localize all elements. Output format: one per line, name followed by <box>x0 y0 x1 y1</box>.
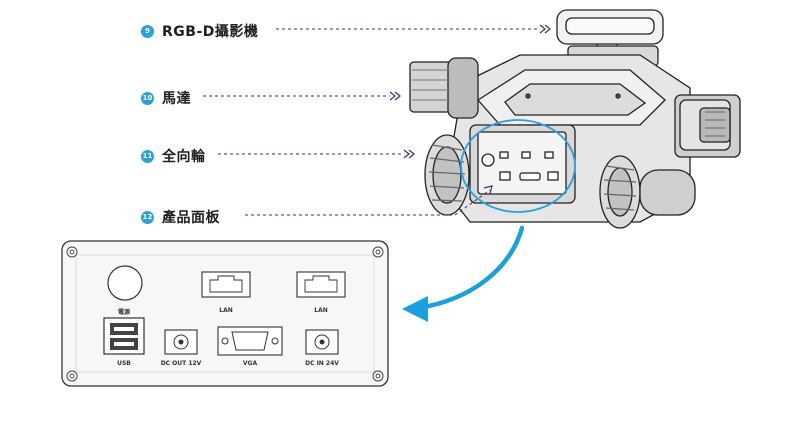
panel-screws <box>66 246 384 382</box>
omni-wheel-front-right <box>599 155 696 229</box>
callout-product-panel: 12 產品面板 <box>141 207 220 227</box>
omni-wheel-front-left <box>424 134 470 216</box>
number-badge: 9 <box>141 24 154 38</box>
lan1-label: LAN <box>219 307 233 314</box>
callout-label: RGB-D攝影機 <box>162 24 259 40</box>
lan2-label: LAN <box>314 307 328 314</box>
number-badge: 12 <box>141 210 154 224</box>
leader-lines <box>203 28 540 216</box>
power-button-icon <box>107 265 143 301</box>
usb-port-icon <box>103 317 145 355</box>
callout-motor: 10 馬達 <box>141 88 191 108</box>
dc-in-label: DC IN 24V <box>305 360 339 367</box>
dc-in-port-icon <box>305 329 339 355</box>
number-badge: 11 <box>141 149 154 163</box>
curved-arrow <box>415 225 525 311</box>
robot-illustration <box>409 9 741 229</box>
motor-left <box>409 57 479 119</box>
lan-port-2-icon <box>296 271 346 298</box>
arrowhead-icon <box>402 296 428 322</box>
panel-enlarged <box>61 240 389 387</box>
robot-panel <box>469 124 576 204</box>
lan-port-1-icon <box>201 271 251 298</box>
vga-label: VGA <box>242 360 258 367</box>
dc-out-label: DC OUT 12V <box>160 360 202 367</box>
callout-label: 馬達 <box>162 91 191 107</box>
vga-port-icon <box>217 326 283 356</box>
callout-label: 全向輪 <box>162 149 206 165</box>
dc-out-port-icon <box>164 329 198 355</box>
callout-omni-wheel: 11 全向輪 <box>141 146 206 166</box>
callout-label: 產品面板 <box>162 210 220 226</box>
panel-highlight <box>460 119 576 213</box>
leader-arrowheads <box>389 24 551 195</box>
power-label: 電源 <box>117 309 131 316</box>
motor-right <box>674 94 741 158</box>
callout-rgbd-camera: 9 RGB-D攝影機 <box>141 21 258 41</box>
usb-label: USB <box>117 360 131 367</box>
number-badge: 10 <box>141 91 154 105</box>
